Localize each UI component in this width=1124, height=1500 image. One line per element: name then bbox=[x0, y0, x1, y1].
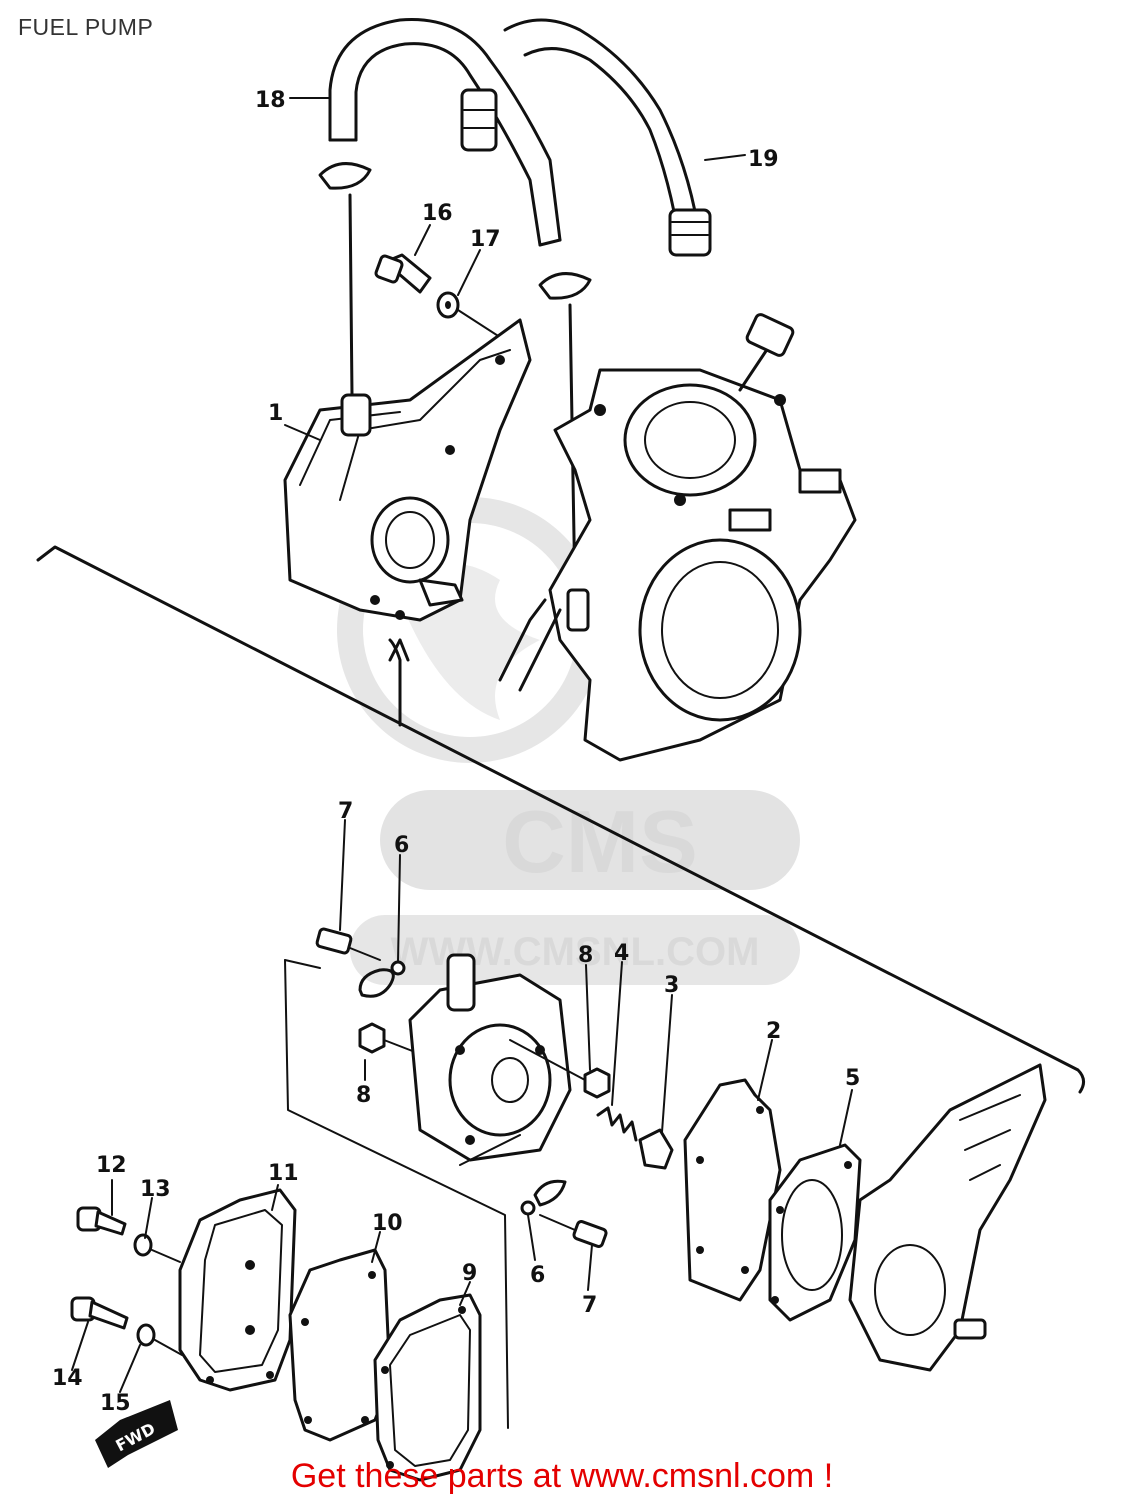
callout-leaders bbox=[71, 97, 853, 1393]
nut-8-right bbox=[509, 1039, 611, 1099]
screw-12 bbox=[76, 1206, 127, 1236]
watermark-url-text: WWW.CMSNL.COM bbox=[391, 930, 760, 974]
screw-14 bbox=[70, 1296, 129, 1330]
gasket-5 bbox=[768, 1143, 862, 1322]
washer-15 bbox=[136, 1323, 183, 1356]
gasket-10 bbox=[288, 1248, 392, 1442]
callout-numbers: 18 19 16 17 1 7 6 8 4 3 2 5 8 12 13 11 1… bbox=[52, 88, 860, 1416]
clip-6-lower bbox=[520, 1179, 567, 1216]
callout-18: 18 bbox=[255, 88, 286, 113]
divider-line bbox=[36, 545, 1085, 1094]
callout-9: 9 bbox=[462, 1261, 477, 1286]
hose-19 bbox=[460, 18, 712, 257]
watermark-logo-plate bbox=[380, 790, 800, 890]
gasket-2 bbox=[683, 1078, 782, 1302]
callout-6-upper: 6 bbox=[394, 833, 409, 858]
washer-17 bbox=[436, 291, 521, 351]
callout-16: 16 bbox=[422, 201, 453, 226]
diaphragm-9 bbox=[373, 1293, 482, 1482]
callout-19: 19 bbox=[748, 147, 779, 172]
callout-6-lower: 6 bbox=[530, 1263, 545, 1288]
callout-2: 2 bbox=[766, 1019, 781, 1044]
callout-7-lower: 7 bbox=[582, 1293, 597, 1318]
page-title: FUEL PUMP bbox=[18, 14, 154, 40]
fuel-pump-assembly-1 bbox=[283, 318, 532, 622]
callout-15: 15 bbox=[100, 1391, 131, 1416]
callout-7-upper: 7 bbox=[338, 799, 353, 824]
callout-3: 3 bbox=[664, 973, 679, 998]
arrow-to-assembly bbox=[388, 638, 410, 727]
callout-10: 10 bbox=[372, 1211, 403, 1236]
callout-13: 13 bbox=[140, 1177, 171, 1202]
clip-6-upper bbox=[358, 960, 406, 998]
spring-4 bbox=[596, 1106, 638, 1142]
watermark-logo-text: CMS bbox=[502, 792, 698, 891]
screw-7-lower bbox=[539, 1214, 608, 1248]
hose-clamp-upper-left bbox=[318, 162, 372, 397]
callout-1: 1 bbox=[268, 401, 283, 426]
washer-13 bbox=[133, 1233, 181, 1263]
callout-8-right: 8 bbox=[578, 943, 593, 968]
callout-8-left: 8 bbox=[356, 1083, 371, 1108]
callout-12: 12 bbox=[96, 1153, 127, 1178]
callout-4: 4 bbox=[614, 941, 629, 966]
mounting-bracket bbox=[848, 1063, 1047, 1372]
cover-11 bbox=[178, 1188, 297, 1392]
throttle-body bbox=[498, 313, 857, 762]
callout-14: 14 bbox=[52, 1366, 83, 1391]
cms-watermark: CMS WWW.CMSNL.COM bbox=[337, 497, 800, 985]
pump-body bbox=[408, 953, 572, 1166]
screw-7-upper bbox=[315, 927, 381, 961]
callout-17: 17 bbox=[470, 227, 501, 252]
cap-3 bbox=[638, 1128, 674, 1170]
screw-16 bbox=[374, 253, 432, 294]
callout-5: 5 bbox=[845, 1066, 860, 1091]
bracket-frame bbox=[284, 959, 509, 1429]
hose-18 bbox=[328, 18, 562, 247]
bracket-top bbox=[284, 959, 321, 969]
get-parts-link[interactable]: Get these parts at www.cmsnl.com ! bbox=[290, 1457, 834, 1495]
nut-8-left bbox=[358, 1022, 416, 1054]
callout-11: 11 bbox=[268, 1161, 299, 1186]
